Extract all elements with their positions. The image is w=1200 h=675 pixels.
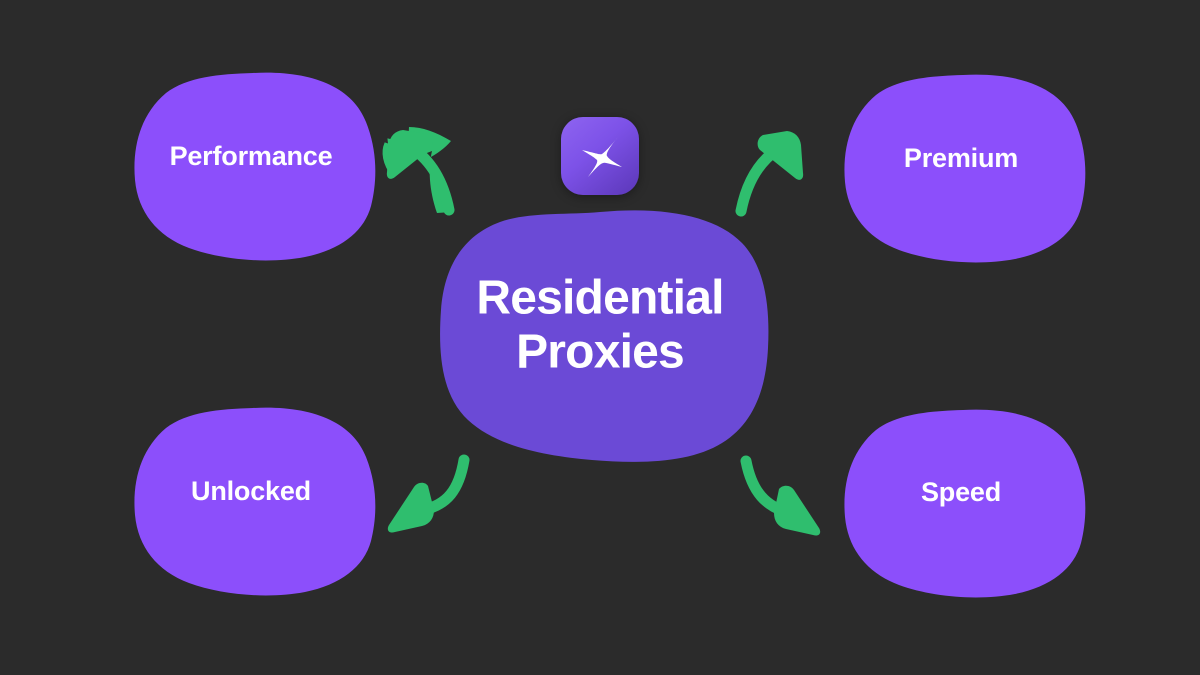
brand-logo-tile[interactable] (561, 117, 639, 195)
arrow-to-unlocked (387, 454, 470, 533)
sparkle-icon (582, 137, 622, 177)
arrow-to-performance (382, 127, 455, 216)
node-label-performance: Performance (169, 140, 333, 171)
center-title-line1: Residential (476, 271, 724, 325)
node-label-speed: Speed (920, 476, 1002, 507)
node-label-premium: Premium (903, 142, 1019, 173)
center-title: Residential Proxies (476, 271, 724, 379)
arrow-to-speed (740, 455, 821, 536)
center-title-line2: Proxies (516, 325, 685, 378)
arrow-to-premium (735, 131, 804, 217)
node-label-unlocked: Unlocked (191, 475, 311, 506)
